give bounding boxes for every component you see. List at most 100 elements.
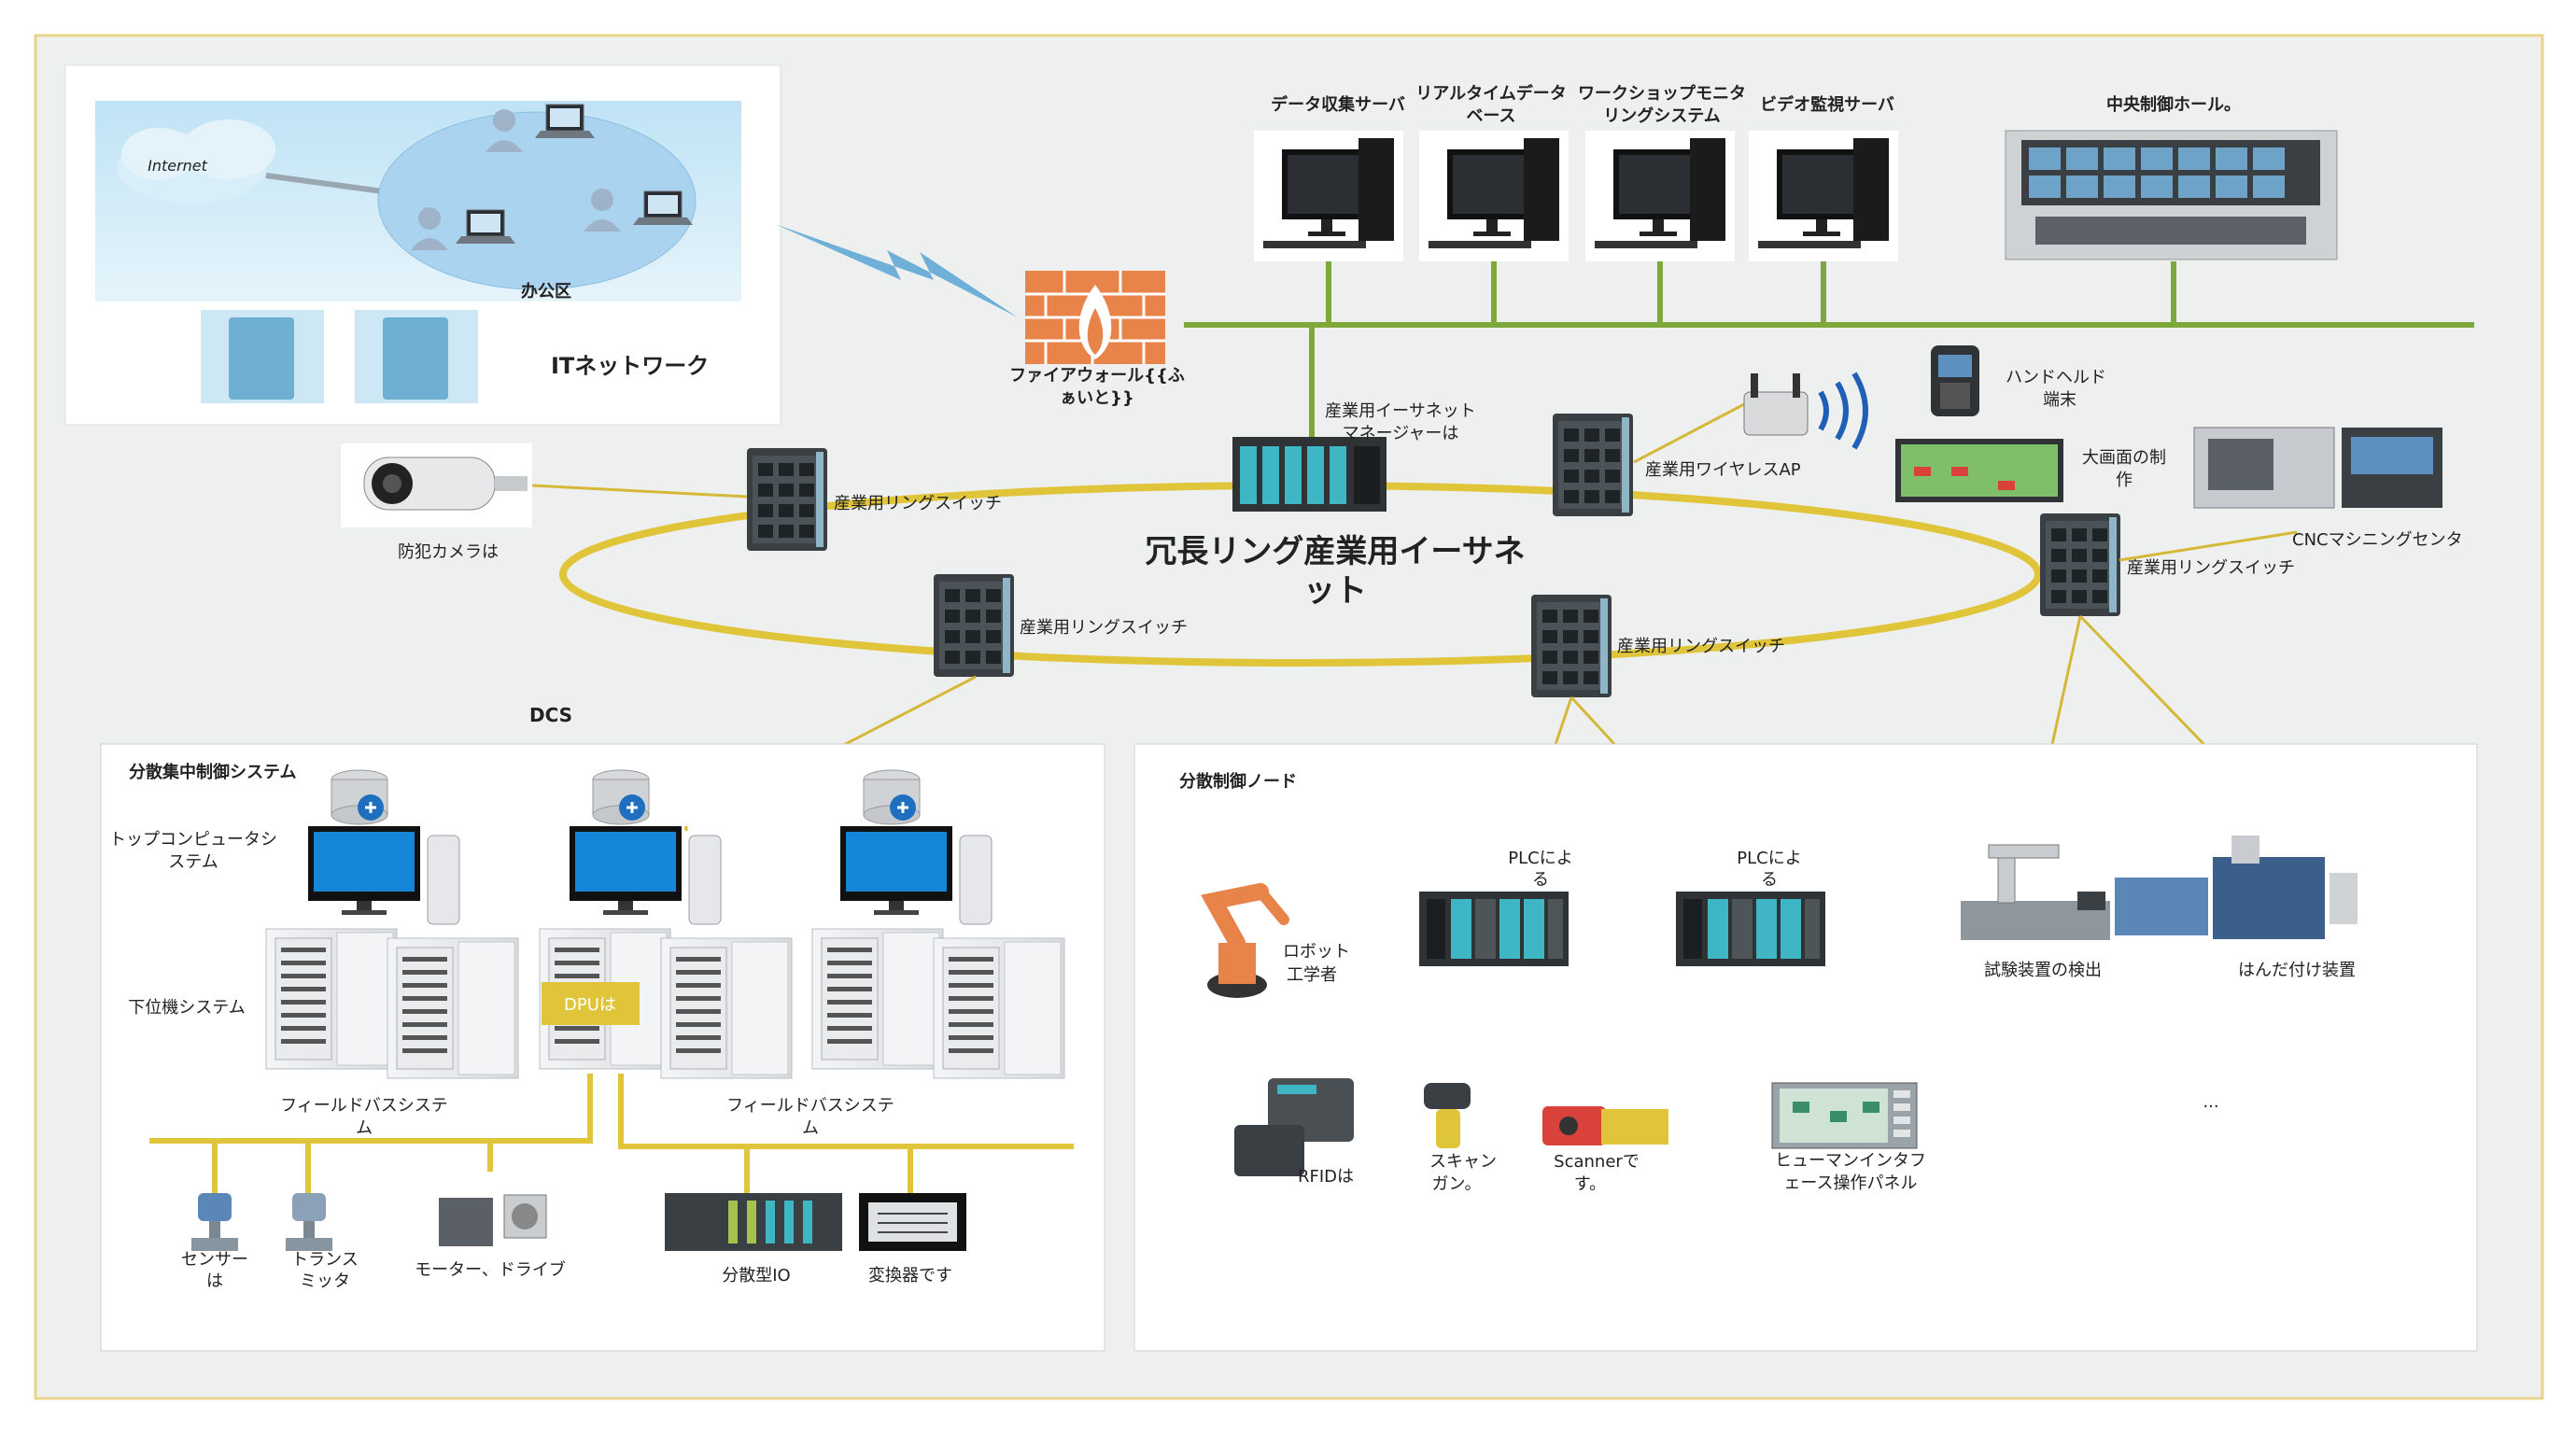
robot-arm-icon bbox=[1201, 883, 1289, 998]
scanner-gun-label-line1: スキャン bbox=[1429, 1152, 1497, 1172]
plc-1-icon bbox=[1419, 892, 1569, 966]
test-device-icon bbox=[1961, 844, 2110, 940]
big-screen-icon bbox=[1895, 439, 2063, 502]
robot-label-line1: ロボット bbox=[1283, 942, 1350, 962]
sensor-label-line2: は bbox=[206, 1271, 223, 1291]
server-label-3a: ワークショップモニタ bbox=[1578, 83, 1746, 104]
node-ellipsis: ... bbox=[2203, 1092, 2218, 1112]
ring-title-line2: ット bbox=[1303, 572, 1367, 610]
transmitter-label-line1: トランス bbox=[291, 1250, 359, 1270]
top-computer-label-line2: ステム bbox=[168, 852, 218, 872]
scanner-gun-label-line2: ガン。 bbox=[1432, 1174, 1482, 1194]
handheld-label-line2: 端末 bbox=[2043, 390, 2076, 410]
server-label-3b: リングシステム bbox=[1603, 105, 1720, 126]
scanner-label-line1: Scannerで bbox=[1554, 1152, 1640, 1172]
switch-label-4: 産業用リングスイッチ bbox=[2127, 558, 2295, 578]
server-workshop-monitor bbox=[1585, 131, 1735, 261]
control-hall-label: 中央制御ホール。 bbox=[2106, 94, 2241, 115]
internet-cloud-icon: Internet bbox=[117, 119, 275, 204]
switch-label-1: 産業用リングスイッチ bbox=[834, 494, 1002, 513]
firewall-label-line1: ファイアウォール{{ふ bbox=[1009, 366, 1185, 386]
rfid-reader-icon bbox=[1234, 1078, 1354, 1176]
server-video bbox=[1749, 131, 1898, 261]
robot-label-line2: 工学者 bbox=[1287, 965, 1337, 985]
plc2-label-line1: PLCによ bbox=[1737, 849, 1801, 868]
manager-label-line2: マネージャーは bbox=[1343, 424, 1459, 443]
dpu-badge bbox=[542, 982, 640, 1025]
control-hall-image bbox=[2005, 130, 2338, 260]
server-label-2a: リアルタイムデータ bbox=[1415, 83, 1566, 104]
manager-label-line1: 産業用イーサネット bbox=[1325, 401, 1476, 421]
fieldbus-lines bbox=[149, 1074, 1074, 1195]
top-computer-label-line1: トップコンピュータシ bbox=[109, 830, 277, 850]
dpu-label: DPUは bbox=[564, 995, 616, 1015]
ring-switch-4 bbox=[2040, 513, 2120, 616]
server-data-collection bbox=[1254, 131, 1403, 261]
switch-label-3: 産業用リングスイッチ bbox=[1617, 637, 1785, 656]
big-screen-label-line1: 大画面の制 bbox=[2082, 448, 2166, 468]
office-zone bbox=[377, 111, 697, 290]
dcs-heading: DCS bbox=[529, 704, 572, 726]
cloud-label: Internet bbox=[148, 157, 208, 175]
distributed-io-label: 分散型IO bbox=[722, 1266, 790, 1285]
fieldbus1-label-line1: フィールドバスシステ bbox=[280, 1096, 448, 1116]
fieldbus2-label-line1: フィールドバスシステ bbox=[726, 1096, 894, 1116]
firewall-icon bbox=[1025, 271, 1165, 364]
wireless-ap-label: 産業用ワイヤレスAP bbox=[1645, 460, 1801, 480]
cnc-machine-icon bbox=[2193, 427, 2442, 509]
security-camera-icon bbox=[341, 443, 532, 527]
sensor-label-line1: センサー bbox=[181, 1250, 248, 1270]
server-label-2b: ベース bbox=[1466, 106, 1515, 126]
handheld-terminal-icon bbox=[1931, 345, 1979, 416]
server-label-4: ビデオ監視サーバ bbox=[1760, 94, 1894, 115]
it-server-icon bbox=[201, 310, 478, 403]
server-realtime-db bbox=[1419, 131, 1569, 261]
rfid-label: RFIDは bbox=[1298, 1167, 1354, 1187]
cnc-label: CNCマシニングセンタ bbox=[2292, 530, 2463, 550]
backbone-bus bbox=[1184, 261, 2474, 439]
test-device-label: 試験装置の検出 bbox=[1984, 961, 2102, 980]
plc-2-icon bbox=[1676, 892, 1825, 966]
firewall-label-line2: ぁいと}} bbox=[1060, 388, 1134, 408]
distributed-io-icon bbox=[665, 1193, 842, 1251]
handheld-label-line1: ハンドヘルド bbox=[2006, 368, 2106, 387]
camera-label: 防犯カメラは bbox=[398, 542, 499, 562]
motor-label: モーター、ドライブ bbox=[415, 1259, 566, 1280]
scanner-gun-icon bbox=[1424, 1083, 1471, 1148]
node-title: 分散制御ノード bbox=[1179, 771, 1297, 792]
lower-system-label: 下位機システム bbox=[128, 998, 245, 1018]
internet-link bbox=[265, 173, 384, 194]
ring-title-line1: 冗長リング産業用イーサネ bbox=[1145, 533, 1525, 570]
dcs-title: 分散集中制御システム bbox=[129, 762, 296, 782]
big-screen-label-line2: 作 bbox=[2116, 471, 2133, 490]
welding-device-icon bbox=[2115, 836, 2358, 939]
motor-drive-icon bbox=[439, 1194, 547, 1246]
barcode-scanner-icon bbox=[1542, 1106, 1668, 1145]
ring-switch-1 bbox=[747, 448, 827, 551]
wireless-ap-switch bbox=[1553, 414, 1633, 516]
ethernet-manager-icon bbox=[1232, 437, 1387, 512]
welding-label: はんだ付け装置 bbox=[2238, 961, 2356, 980]
server-label-1: データ収集サーバ bbox=[1271, 94, 1405, 115]
ring-switch-3 bbox=[1531, 595, 1612, 697]
dcs-cabinets bbox=[265, 928, 1065, 1079]
wireless-ap-icon bbox=[1743, 372, 1868, 450]
sensor-icon bbox=[191, 1193, 238, 1251]
office-zone-label: 办公区 bbox=[521, 281, 571, 302]
it-network-title: ITネットワーク bbox=[551, 353, 709, 379]
converter-label: 変換器です bbox=[868, 1266, 952, 1285]
transmitter-icon bbox=[286, 1193, 332, 1251]
ring-switch-2 bbox=[934, 574, 1014, 677]
scanner-label-line2: す。 bbox=[1574, 1174, 1606, 1194]
switch-label-2: 産業用リングスイッチ bbox=[1020, 618, 1188, 638]
hmi-panel-icon bbox=[1771, 1082, 1918, 1149]
lightning-link-icon bbox=[775, 224, 1018, 317]
node-panel bbox=[1133, 743, 2478, 1352]
hmi-label-line1: ヒューマンインタフ bbox=[1775, 1151, 1926, 1171]
converter-icon bbox=[859, 1193, 966, 1251]
fieldbus1-label-line2: ム bbox=[356, 1118, 373, 1138]
plc1-label-line2: る bbox=[1532, 870, 1549, 890]
transmitter-label-line2: ミッタ bbox=[300, 1271, 350, 1291]
it-network-panel: Internet 办公区 ITネットワーク bbox=[64, 64, 781, 426]
